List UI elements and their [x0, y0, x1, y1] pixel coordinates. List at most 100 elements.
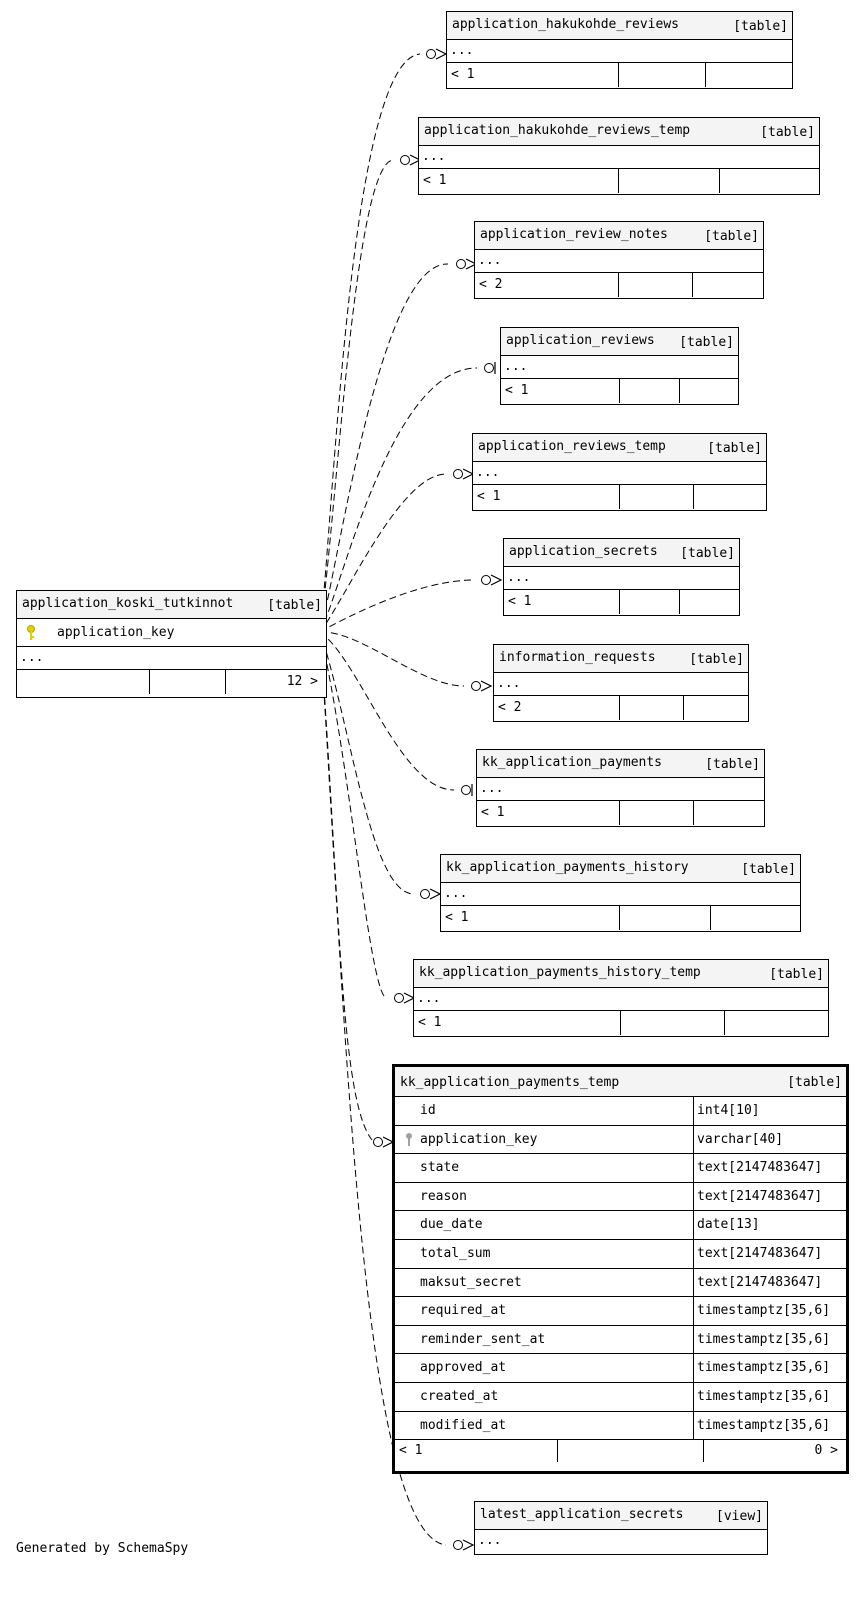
- column-row: state text[2147483647]: [395, 1154, 846, 1183]
- more-columns: ...: [417, 991, 441, 1006]
- column-type: text[2147483647]: [697, 1188, 823, 1204]
- source-table[interactable]: application_koski_tutkinnot [table] appl…: [16, 590, 327, 698]
- related-table[interactable]: application_reviews_temp[table] ... < 1: [472, 433, 767, 511]
- table-footer: 12 >: [17, 670, 326, 694]
- column-type: text[2147483647]: [697, 1274, 823, 1290]
- more-columns: ...: [478, 253, 502, 268]
- pk-column-name: application_key: [57, 625, 175, 640]
- column-type: int4[10]: [697, 1103, 760, 1118]
- parents-count[interactable]: < 1: [508, 594, 532, 609]
- parents-count[interactable]: < 1: [451, 67, 475, 82]
- parents-count[interactable]: < 1: [481, 805, 505, 820]
- column-divider: [693, 1382, 694, 1411]
- column-name: application_key: [420, 1131, 538, 1147]
- column-row: id int4[10]: [395, 1097, 846, 1126]
- column-name: required_at: [420, 1303, 507, 1319]
- column-row: required_at timestamptz[35,6]: [395, 1297, 846, 1326]
- table-name: application_reviews_temp: [478, 439, 666, 454]
- table-name: application_secrets: [509, 544, 658, 559]
- column-divider: [693, 1154, 694, 1182]
- parents-count[interactable]: < 2: [479, 277, 503, 292]
- table-type: [table]: [760, 125, 815, 140]
- more-columns: ...: [497, 676, 521, 691]
- column-name: created_at: [420, 1388, 499, 1404]
- column-type: date[13]: [697, 1217, 760, 1233]
- more-columns: ...: [444, 886, 468, 901]
- table-header: application_koski_tutkinnot [table]: [17, 591, 326, 619]
- parents-count[interactable]: < 1: [477, 489, 501, 504]
- column-divider: [693, 1182, 694, 1211]
- column-row: approved_at timestamptz[35,6]: [395, 1354, 846, 1383]
- table-type: [table]: [689, 652, 744, 667]
- pk-row: application_key: [17, 619, 326, 647]
- more-columns: ...: [20, 650, 44, 665]
- more-columns: ...: [450, 43, 474, 58]
- table-name: application_reviews: [506, 333, 655, 348]
- column-name: reminder_sent_at: [420, 1331, 546, 1347]
- column-type: timestamptz[35,6]: [697, 1417, 831, 1433]
- related-table[interactable]: kk_application_payments_history[table] .…: [440, 854, 801, 932]
- column-divider: [693, 1211, 694, 1239]
- column-divider: [693, 1411, 694, 1440]
- related-table[interactable]: application_reviews[table] ... < 1: [500, 327, 739, 405]
- parents-count[interactable]: < 1: [399, 1443, 423, 1459]
- footer-divider: [557, 1440, 558, 1463]
- table-type: [table]: [769, 967, 824, 982]
- column-name: state: [420, 1160, 460, 1176]
- related-table[interactable]: application_hakukohde_reviews_temp[table…: [418, 117, 820, 195]
- view-type: [view]: [716, 1509, 763, 1524]
- related-table[interactable]: application_secrets[table] ... < 1: [503, 538, 740, 616]
- table-type: [table]: [705, 757, 760, 772]
- column-name: maksut_secret: [420, 1274, 522, 1290]
- column-name: modified_at: [420, 1417, 507, 1433]
- parents-count[interactable]: < 1: [423, 173, 447, 188]
- parents-count[interactable]: < 1: [445, 910, 469, 925]
- column-type: timestamptz[35,6]: [697, 1303, 831, 1319]
- related-table[interactable]: application_review_notes[table] ... < 2: [474, 221, 764, 299]
- parents-count[interactable]: < 1: [418, 1015, 442, 1030]
- table-footer: < 1 0 >: [395, 1440, 846, 1463]
- table-name: kk_application_payments_temp: [400, 1075, 620, 1090]
- footer-divider: [225, 670, 226, 694]
- children-count[interactable]: 0 >: [814, 1443, 838, 1459]
- column-name: id: [420, 1103, 436, 1118]
- column-divider: [693, 1239, 694, 1268]
- more-columns: ...: [478, 1533, 502, 1548]
- parents-count[interactable]: < 2: [498, 700, 522, 715]
- column-divider: [693, 1297, 694, 1325]
- parents-count[interactable]: < 1: [505, 383, 529, 398]
- table-name: application_review_notes: [480, 227, 668, 242]
- related-table[interactable]: information_requests[table] ... < 2: [493, 644, 749, 722]
- foreign-key-icon: [404, 1132, 414, 1152]
- related-table[interactable]: application_hakukohde_reviews[table] ...…: [446, 11, 793, 89]
- column-divider: [693, 1125, 694, 1154]
- column-name: approved_at: [420, 1360, 507, 1376]
- column-row: reminder_sent_at timestamptz[35,6]: [395, 1325, 846, 1355]
- footer-divider: [149, 670, 150, 694]
- column-row: created_at timestamptz[35,6]: [395, 1382, 846, 1412]
- table-type: [table]: [707, 441, 762, 456]
- column-divider: [693, 1354, 694, 1382]
- view-table[interactable]: latest_application_secrets [view] ...: [474, 1501, 768, 1555]
- table-name: kk_application_payments_history_temp: [419, 965, 701, 980]
- column-type: timestamptz[35,6]: [697, 1360, 831, 1376]
- table-type: [table]: [679, 335, 734, 350]
- children-count[interactable]: 12 >: [286, 674, 318, 689]
- column-type: text[2147483647]: [697, 1160, 823, 1176]
- column-row: modified_at timestamptz[35,6]: [395, 1411, 846, 1441]
- related-table[interactable]: kk_application_payments_history_temp [tab…: [413, 959, 829, 1037]
- column-type: timestamptz[35,6]: [697, 1388, 831, 1404]
- table-type: [table]: [267, 598, 322, 613]
- table-type: [table]: [787, 1075, 842, 1090]
- column-divider: [693, 1325, 694, 1354]
- related-table[interactable]: kk_application_payments[table] ... < 1: [476, 749, 765, 827]
- column-name: total_sum: [420, 1245, 491, 1261]
- view-name: latest_application_secrets: [480, 1507, 684, 1522]
- more-columns: ...: [422, 149, 446, 164]
- column-type: timestamptz[35,6]: [697, 1331, 831, 1347]
